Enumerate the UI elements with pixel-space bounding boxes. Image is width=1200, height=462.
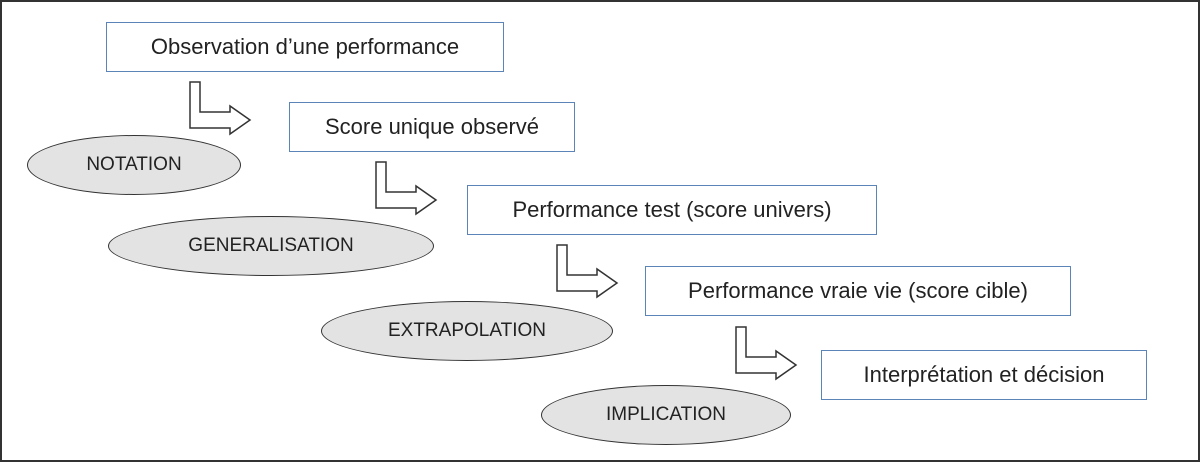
step-box-score-observe: Score unique observé	[289, 102, 575, 152]
step-box-performance-test: Performance test (score univers)	[467, 185, 877, 235]
stage-ellipse-implication: IMPLICATION	[541, 385, 791, 445]
bent-arrow-icon	[375, 161, 438, 216]
stage-ellipse-extrapolation: EXTRAPOLATION	[321, 301, 613, 361]
bent-arrow-icon	[556, 244, 619, 299]
bent-arrow-icon	[735, 326, 798, 381]
bent-arrow-icon	[189, 81, 252, 136]
step-box-performance-vraie-vie: Performance vraie vie (score cible)	[645, 266, 1071, 316]
stage-ellipse-notation: NOTATION	[27, 135, 241, 195]
step-box-observation: Observation d’une performance	[106, 22, 504, 72]
step-box-interpretation: Interprétation et décision	[821, 350, 1147, 400]
stage-ellipse-generalisation: GENERALISATION	[108, 216, 434, 276]
